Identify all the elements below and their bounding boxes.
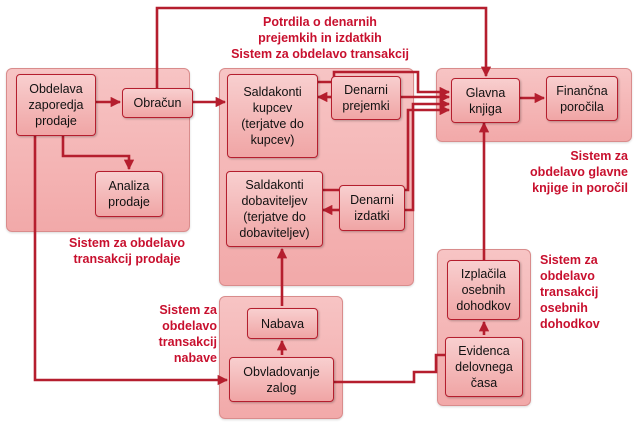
- arrow-obdelava-to-zalog: [33, 136, 229, 386]
- label-general-ledger-system: Sistem za obdelavo glavne knjige in poro…: [530, 149, 628, 195]
- node-glavna-knjiga[interactable]: Glavna knjiga: [451, 78, 520, 123]
- node-denarni-izdatki[interactable]: Denarni izdatki: [339, 185, 405, 231]
- arrow-obdelava-to-analiza: [61, 136, 135, 171]
- node-nabava[interactable]: Nabava: [247, 308, 318, 339]
- node-izplacila-osebnih-dohodkov[interactable]: Izplačila osebnih dohodkov: [447, 260, 520, 320]
- arrow-obracun-to-glavna-knjiga: [155, 6, 492, 88]
- arrow-zalog-to-osebni: [334, 349, 457, 384]
- label-transaction-system: Potrdila o denarnih prejemkih in izdatki…: [231, 15, 409, 61]
- label-payroll-system: Sistem za obdelavo transakcij osebnih do…: [540, 253, 600, 331]
- arrow-izdatki-to-glavna: [405, 98, 451, 212]
- node-obracun[interactable]: Obračun: [122, 88, 193, 118]
- node-saldakonti-kupcev[interactable]: Saldakonti kupcev (terjatve do kupcev): [227, 74, 318, 158]
- node-financna-porocila[interactable]: Finančna poročila: [546, 76, 618, 121]
- node-denarni-prejemki[interactable]: Denarni prejemki: [331, 76, 401, 120]
- node-obdelava-zaporedja-prodaje[interactable]: Obdelava zaporedja prodaje: [16, 74, 96, 136]
- arrow-saldakonti-dobaviteljev-to-glavna: [323, 104, 451, 192]
- label-purchasing-system: Sistem za obdelavo transakcij nabave: [158, 303, 217, 365]
- node-obvladovanje-zalog[interactable]: Obvladovanje zalog: [229, 357, 334, 402]
- node-saldakonti-dobaviteljev[interactable]: Saldakonti dobaviteljev (terjatve do dob…: [226, 171, 323, 247]
- node-analiza-prodaje[interactable]: Analiza prodaje: [95, 171, 163, 217]
- label-sales-system: Sistem za obdelavo transakcij prodaje: [68, 236, 185, 266]
- node-evidenca-delovnega-casa[interactable]: Evidenca delovnega časa: [445, 337, 523, 397]
